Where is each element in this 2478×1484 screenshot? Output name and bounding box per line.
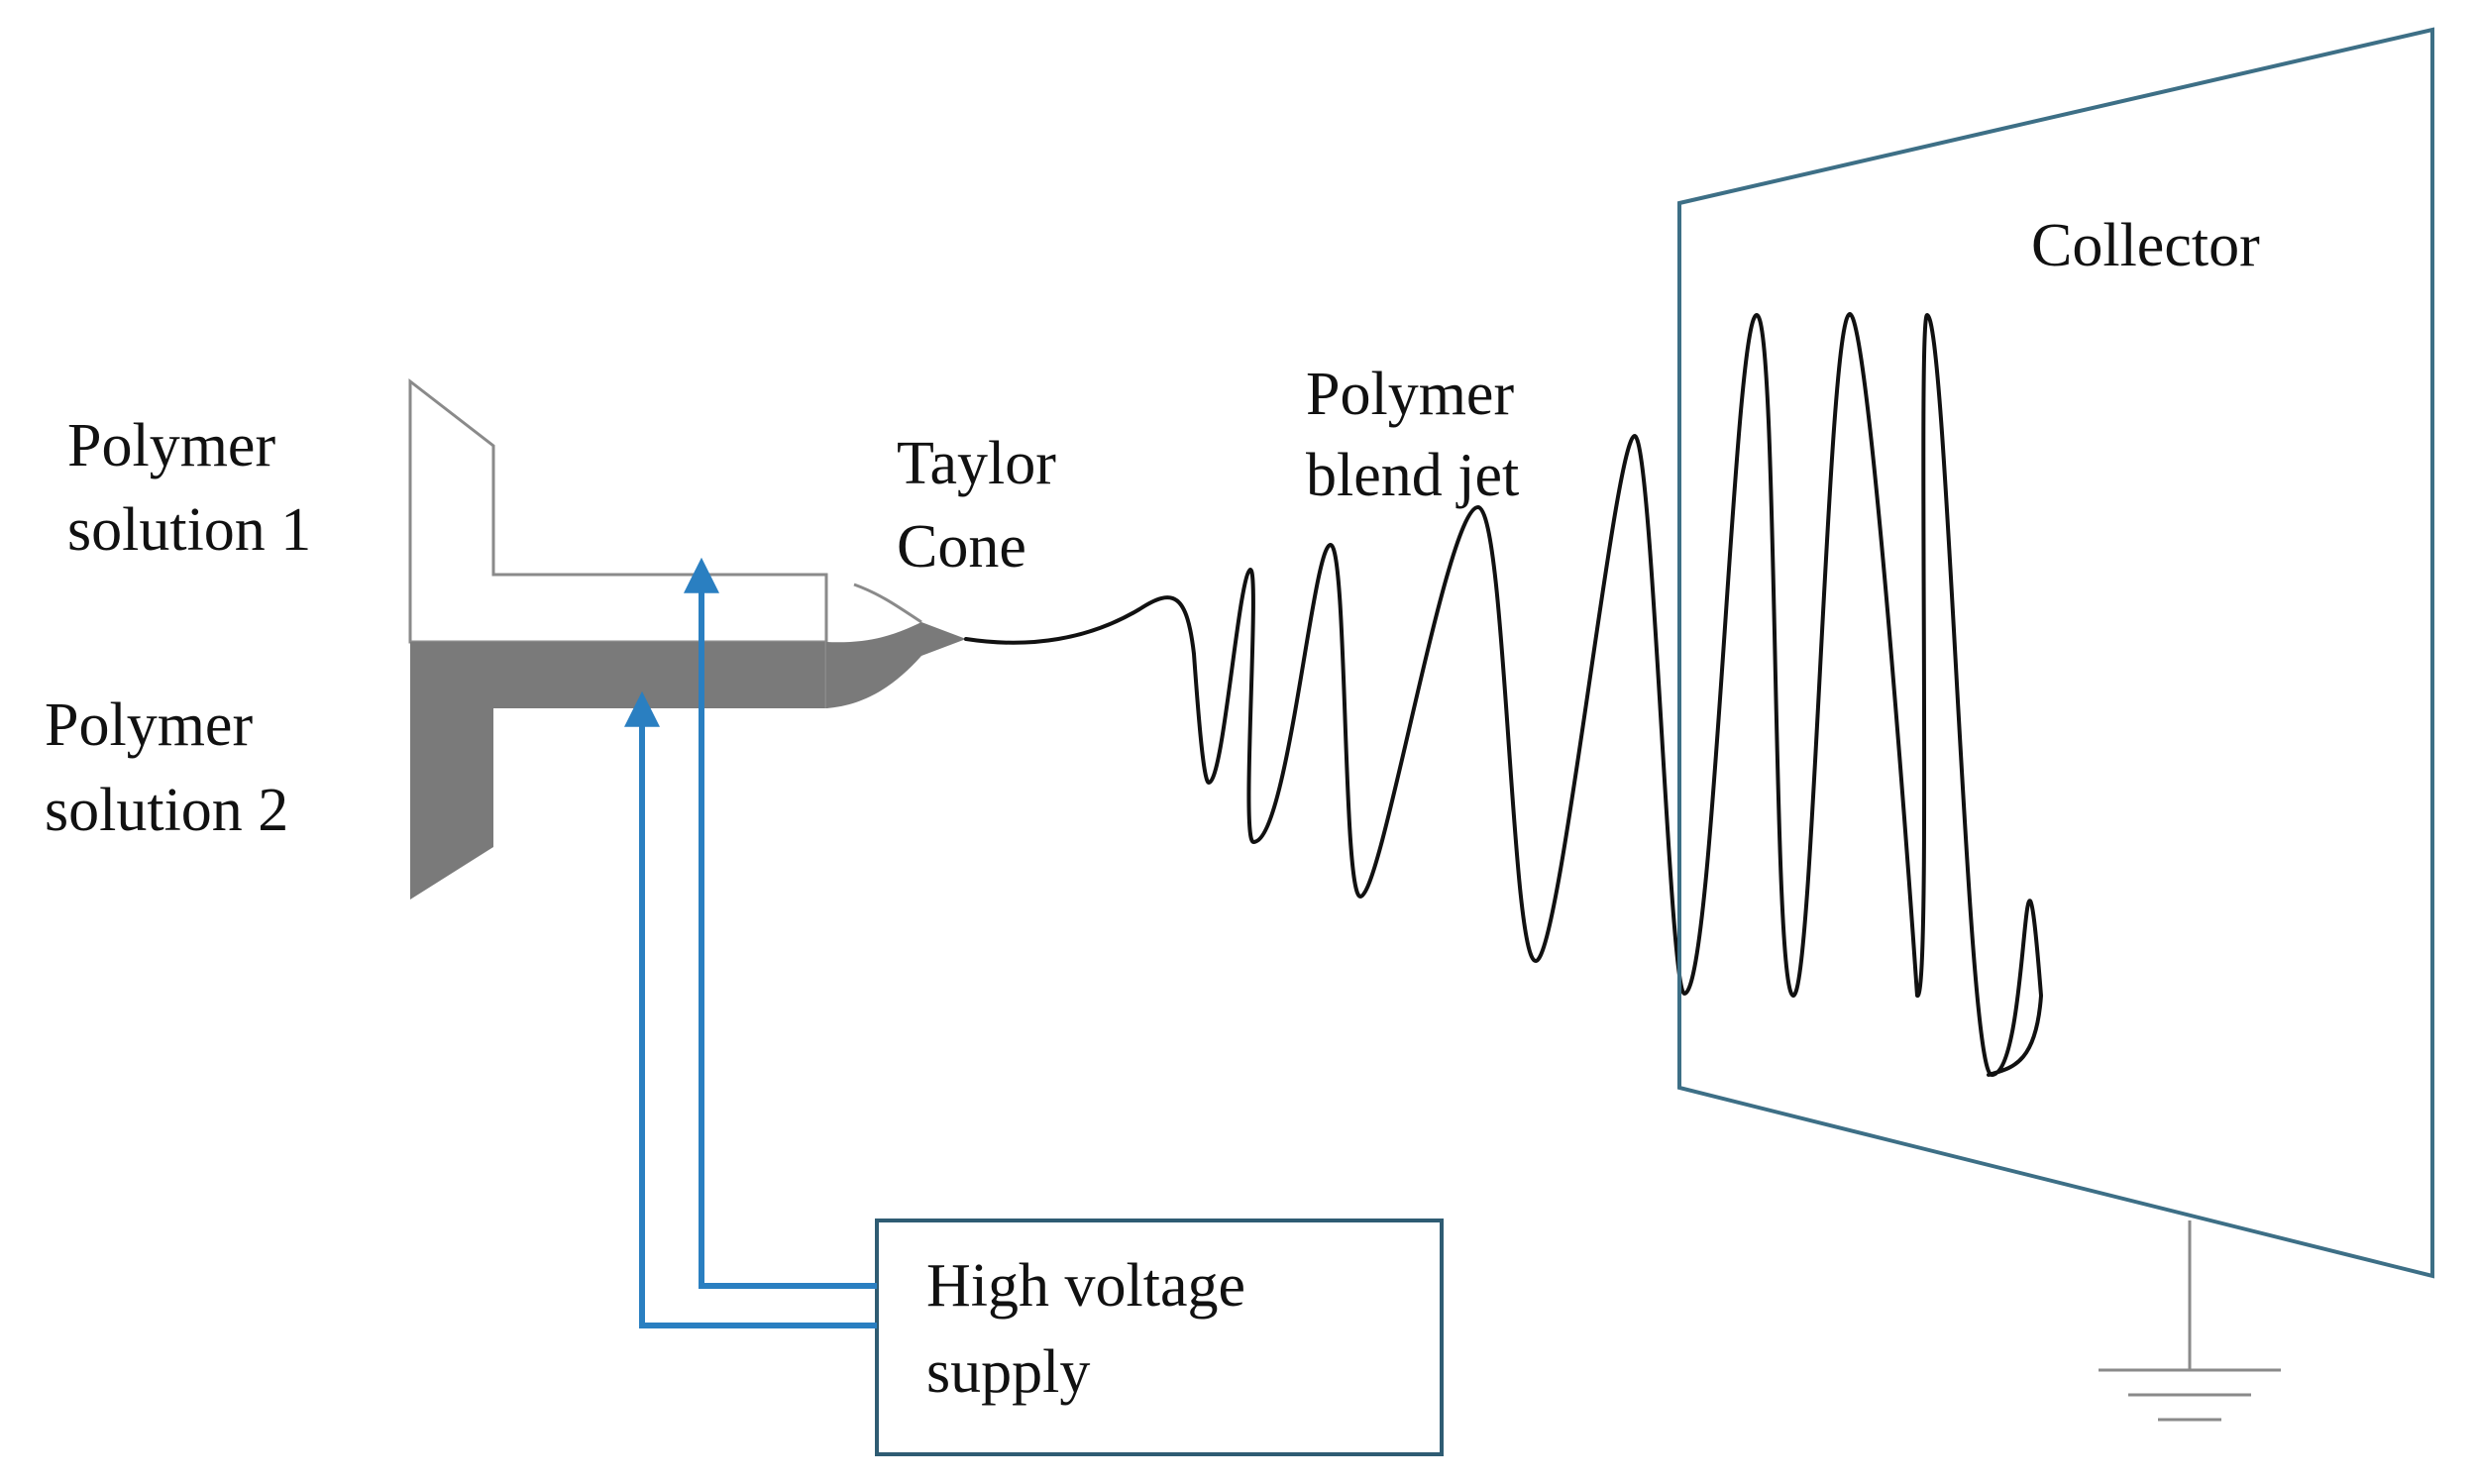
label-solution1-line2: solution 1 — [67, 496, 311, 564]
label-power-supply-line2: supply — [926, 1338, 1090, 1406]
collector-plate — [1677, 27, 2434, 1279]
label-power-supply-line1: High voltage — [926, 1252, 1245, 1320]
label-solution2-line2: solution 2 — [45, 777, 288, 844]
label-taylor-cone-line2: Cone — [897, 513, 1026, 581]
polymer-jet — [964, 312, 2043, 1077]
label-taylor-cone-line1: Taylor — [897, 430, 1056, 497]
label-solution1-line1: Polymer — [67, 412, 275, 479]
label-polymer-jet-line1: Polymer — [1306, 361, 1514, 428]
label-solution2-line1: Polymer — [45, 691, 253, 759]
label-polymer-jet-line2: blend jet — [1306, 442, 1519, 509]
taylor-cone — [826, 622, 966, 708]
taylor-cone-outline — [853, 583, 922, 624]
wire-to-solution2 — [624, 690, 877, 1328]
solution2-reservoir — [410, 642, 826, 900]
wire-to-solution1 — [684, 557, 877, 1289]
label-collector: Collector — [2031, 212, 2260, 279]
solution1-reservoir — [408, 377, 828, 644]
power-supply-box — [875, 1219, 1444, 1456]
